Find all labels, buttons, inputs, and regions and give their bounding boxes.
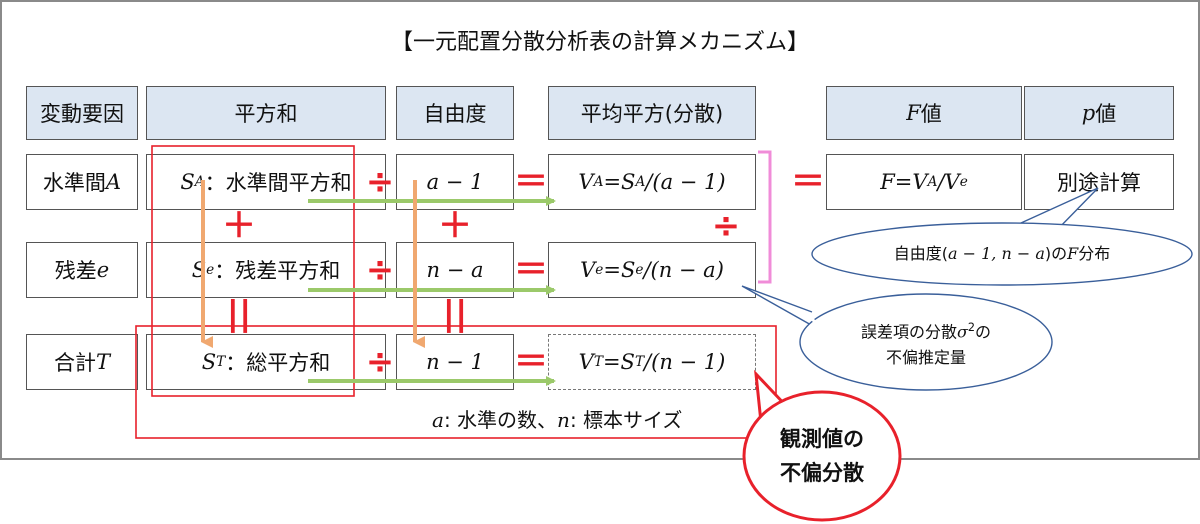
notation-note: a: 水準の数、n: 標本サイズ bbox=[432, 408, 683, 432]
diagram-title: 【一元配置分散分析表の計算メカニズム】 bbox=[390, 30, 809, 55]
parallel-equals-dof: || bbox=[442, 294, 468, 334]
divide-op-ms: ÷ bbox=[711, 206, 741, 246]
equals-op-between: ＝ bbox=[514, 162, 548, 202]
parallel-equals-ss: || bbox=[226, 294, 252, 334]
bubble-f-distribution-text: 自由度(a − 1, n − a)のF分布 bbox=[893, 244, 1111, 263]
plus-op-ss: ＋ bbox=[222, 206, 256, 246]
equals-op-error: ＝ bbox=[514, 250, 548, 290]
callout-observed-variance-text: 観測値の 不偏分散 bbox=[780, 427, 864, 485]
bubble-error-variance-text: 誤差項の分散σ2の 不偏推定量 bbox=[860, 321, 992, 368]
dof-error: n − a bbox=[396, 242, 514, 298]
plus-op-dof: ＋ bbox=[438, 206, 472, 246]
divide-op-between: ÷ bbox=[365, 162, 395, 202]
equals-op-f: ＝ bbox=[791, 162, 825, 202]
dof-between: a − 1 bbox=[396, 154, 514, 210]
divide-op-error: ÷ bbox=[365, 250, 395, 290]
header-sum-squares: 平方和 bbox=[146, 86, 386, 140]
divide-op-total: ÷ bbox=[365, 342, 395, 382]
header-dof: 自由度 bbox=[396, 86, 514, 140]
diagram-frame bbox=[0, 0, 1200, 460]
header-mean-square: 平均平方(分散) bbox=[548, 86, 756, 140]
equals-op-total: ＝ bbox=[514, 342, 548, 382]
p-value-cell: 別途計算 bbox=[1024, 154, 1174, 210]
dof-total: n − 1 bbox=[396, 334, 514, 390]
header-factor: 変動要因 bbox=[26, 86, 138, 140]
